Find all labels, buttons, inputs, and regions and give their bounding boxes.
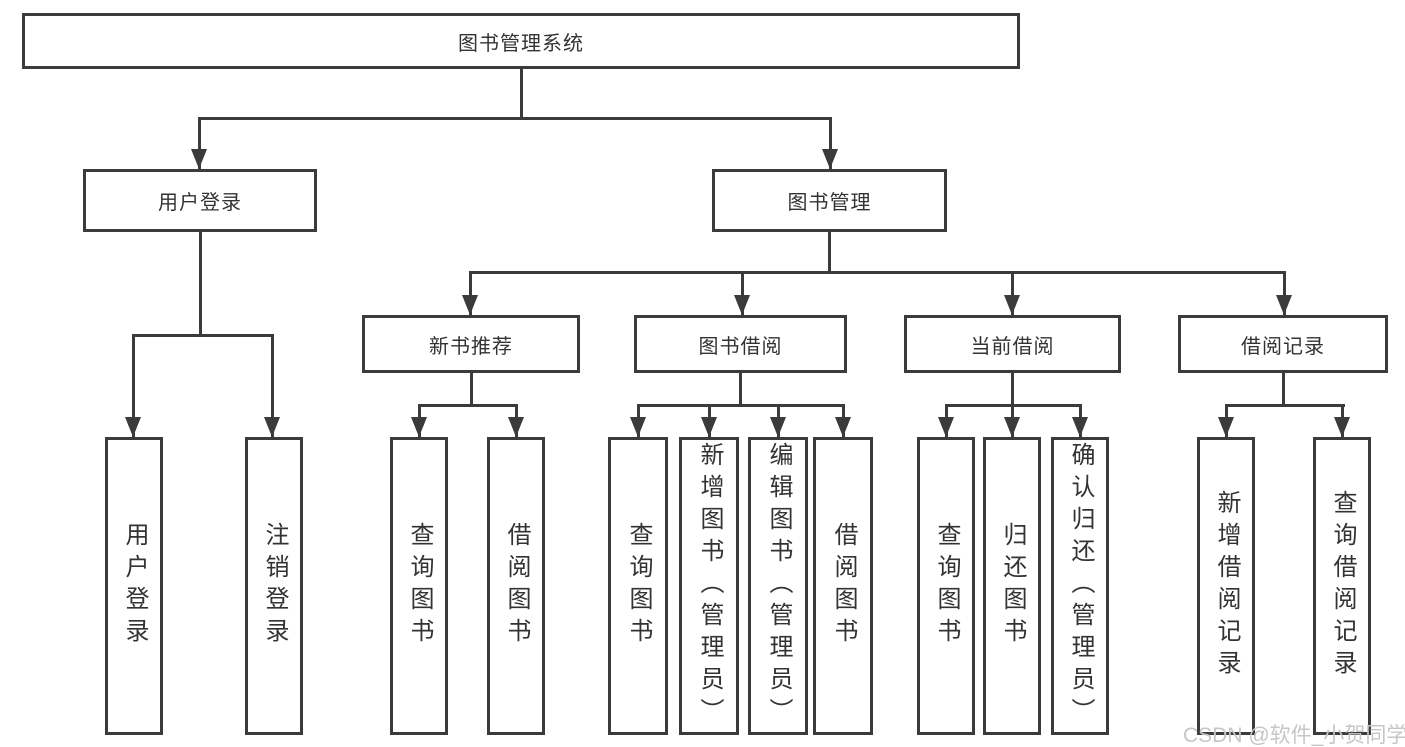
node-book-management: 图书管理 — [712, 169, 947, 232]
connector-line — [469, 271, 472, 315]
arrow-down-icon — [701, 417, 717, 437]
connector-line — [828, 232, 831, 273]
arrow-down-icon — [191, 149, 207, 169]
arrow-down-icon — [1004, 295, 1020, 315]
connector-line — [198, 117, 201, 169]
leaf-query-books-borrow: 查询图书 — [608, 437, 668, 735]
connector-line — [470, 373, 473, 407]
leaf-user-login: 用户登录 — [105, 437, 163, 735]
connector-line — [637, 404, 845, 407]
leaf-edit-books-admin-label: 编辑图书（管理员） — [765, 442, 792, 730]
arrow-down-icon — [835, 417, 851, 437]
connector-line — [469, 271, 1286, 274]
arrow-down-icon — [125, 417, 141, 437]
connector-line — [1011, 271, 1014, 315]
node-current-borrow-label: 当前借阅 — [970, 335, 1055, 358]
leaf-confirm-return-admin-label: 确认归还（管理员） — [1067, 442, 1094, 730]
leaf-query-books-recommend: 查询图书 — [390, 437, 448, 735]
connector-line — [739, 373, 742, 407]
arrow-down-icon — [1072, 417, 1088, 437]
connector-line — [198, 117, 832, 120]
node-book-borrow: 图书借阅 — [634, 315, 847, 373]
leaf-query-books-borrow-label: 查询图书 — [625, 522, 652, 650]
leaf-return-books: 归还图书 — [983, 437, 1041, 735]
arrow-down-icon — [264, 417, 280, 437]
connector-line — [1282, 373, 1285, 407]
csdn-watermark: CSDN @软件_小贺同学 — [1183, 724, 1405, 747]
arrow-down-icon — [1334, 417, 1350, 437]
leaf-borrow-books: 借阅图书 — [813, 437, 873, 735]
arrow-down-icon — [411, 417, 427, 437]
arrow-down-icon — [822, 149, 838, 169]
node-library-system: 图书管理系统 — [22, 13, 1020, 69]
arrow-down-icon — [462, 295, 478, 315]
connector-line — [829, 117, 832, 169]
leaf-query-books-recommend-label: 查询图书 — [406, 522, 433, 650]
arrow-down-icon — [734, 295, 750, 315]
connector-line — [741, 271, 744, 315]
node-borrow-records-label: 借阅记录 — [1241, 335, 1325, 358]
leaf-confirm-return-admin: 确认归还（管理员） — [1051, 437, 1109, 735]
leaf-borrow-books-recommend-label: 借阅图书 — [503, 522, 530, 650]
leaf-edit-books-admin: 编辑图书（管理员） — [748, 437, 808, 735]
leaf-query-books-current-label: 查询图书 — [933, 522, 960, 650]
leaf-query-borrow-record-label: 查询借阅记录 — [1329, 490, 1356, 682]
connector-line — [132, 334, 274, 337]
leaf-borrow-books-recommend: 借阅图书 — [487, 437, 545, 735]
connector-line — [1011, 373, 1014, 407]
leaf-logout: 注销登录 — [245, 437, 303, 735]
leaf-query-books-current: 查询图书 — [917, 437, 975, 735]
node-book-management-label: 图书管理 — [787, 192, 872, 214]
leaf-user-login-label: 用户登录 — [121, 522, 148, 650]
leaf-logout-label: 注销登录 — [261, 522, 288, 650]
arrow-down-icon — [1004, 417, 1020, 437]
node-borrow-records: 借阅记录 — [1178, 315, 1388, 373]
connector-line — [271, 334, 274, 437]
connector-line — [132, 334, 135, 437]
leaf-borrow-books-label: 借阅图书 — [830, 522, 857, 650]
arrow-down-icon — [938, 417, 954, 437]
leaf-add-books-admin-label: 新增图书（管理员） — [696, 442, 723, 730]
node-new-book-recommend: 新书推荐 — [362, 315, 580, 373]
leaf-add-borrow-record: 新增借阅记录 — [1197, 437, 1255, 735]
leaf-return-books-label: 归还图书 — [999, 522, 1026, 650]
leaf-query-borrow-record: 查询借阅记录 — [1313, 437, 1371, 735]
connector-line — [199, 232, 202, 335]
arrow-down-icon — [508, 417, 524, 437]
connector-line — [1283, 271, 1286, 315]
connector-line — [520, 69, 523, 119]
node-user-login-label: 用户登录 — [158, 192, 242, 214]
node-current-borrow: 当前借阅 — [904, 315, 1121, 373]
connector-line — [1225, 404, 1345, 407]
leaf-add-borrow-record-label: 新增借阅记录 — [1213, 490, 1240, 682]
node-library-system-label: 图书管理系统 — [458, 32, 584, 55]
leaf-add-books-admin: 新增图书（管理员） — [679, 437, 739, 735]
node-new-book-recommend-label: 新书推荐 — [429, 335, 513, 358]
arrow-down-icon — [630, 417, 646, 437]
arrow-down-icon — [1276, 295, 1292, 315]
node-book-borrow-label: 图书借阅 — [698, 335, 783, 358]
arrow-down-icon — [770, 417, 786, 437]
node-user-login: 用户登录 — [83, 169, 317, 232]
arrow-down-icon — [1218, 417, 1234, 437]
connector-line — [418, 404, 518, 407]
